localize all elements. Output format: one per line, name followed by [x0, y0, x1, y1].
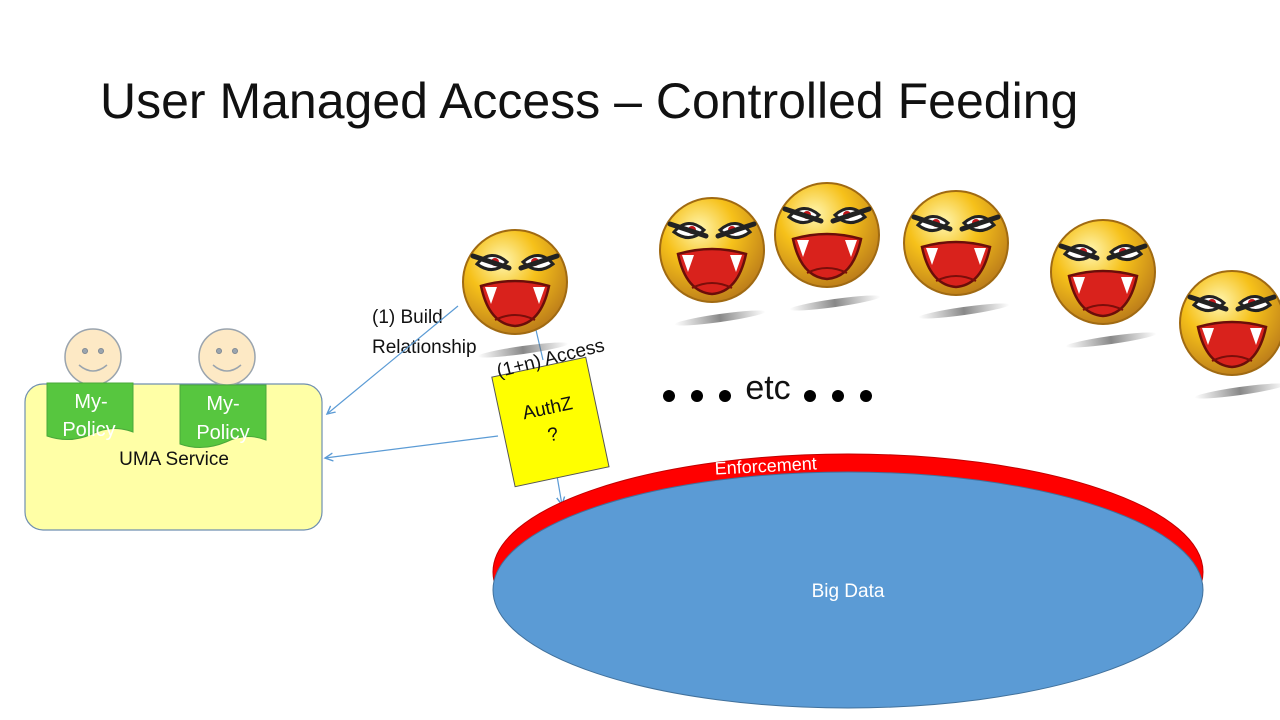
smiley-user-icon — [64, 328, 122, 386]
step-build-line-1: (1) Build — [372, 307, 443, 328]
policy-2-line-1: My- — [206, 393, 239, 415]
build-relationship-arrow — [327, 305, 459, 414]
vampire-smiley-icon — [660, 198, 766, 328]
authz-card: AuthZ ? — [491, 356, 610, 488]
vampire-smiley-icon — [463, 230, 569, 360]
smiley-user-icon — [198, 328, 256, 386]
policy-1-line-2: Policy — [62, 419, 115, 441]
step-build-line-2: Relationship — [372, 337, 477, 358]
policy-document-2: My- Policy — [179, 384, 267, 448]
authz-to-uma-arrow — [325, 435, 499, 458]
vampire-smiley-icon — [775, 183, 881, 313]
etc-row: etc — [663, 369, 872, 407]
vampire-smiley-icon — [1180, 271, 1280, 401]
vampire-smiley-icon — [904, 191, 1010, 321]
policy-2-line-2: Policy — [196, 422, 249, 444]
etc-label: etc — [745, 369, 790, 407]
authz-question: ? — [546, 424, 561, 447]
big-data-label: Big Data — [812, 581, 885, 602]
vampire-smiley-icon — [1051, 220, 1157, 350]
page-title: User Managed Access – Controlled Feeding — [100, 73, 1079, 129]
policy-document-1: My- Policy — [46, 382, 134, 441]
big-data-store: Enforcement Big Data — [492, 453, 1204, 709]
policy-1-line-1: My- — [74, 391, 107, 413]
uma-service-label: UMA Service — [119, 449, 229, 470]
